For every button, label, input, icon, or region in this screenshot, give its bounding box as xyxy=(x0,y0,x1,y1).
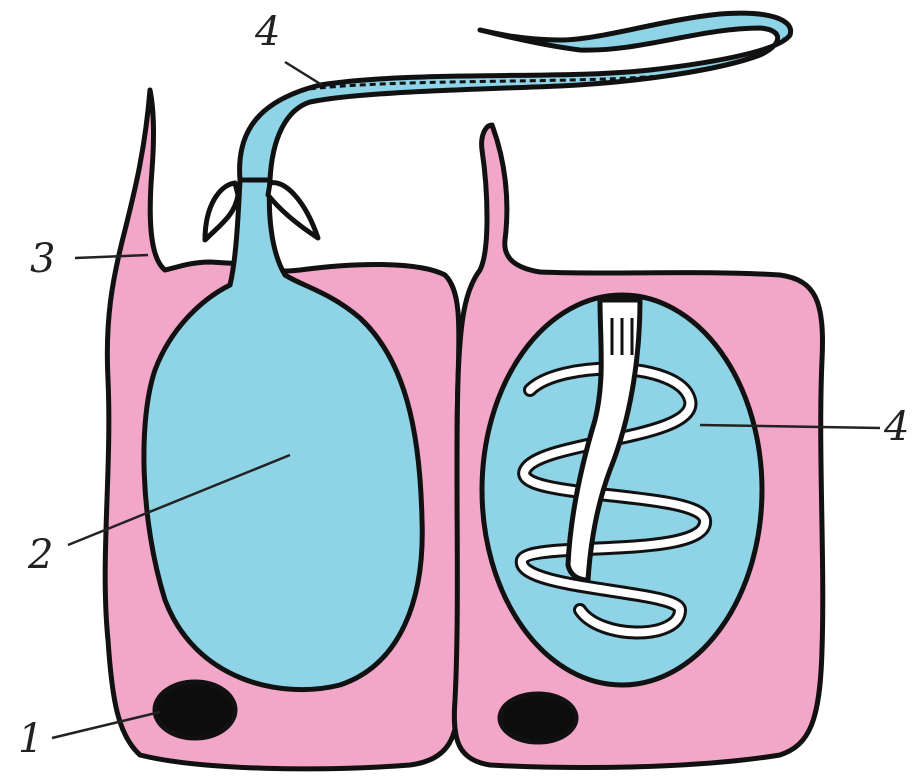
left-stylet xyxy=(205,183,238,240)
discharged-thread xyxy=(240,13,791,180)
label-capsule: 2 xyxy=(27,532,53,578)
right-cell xyxy=(454,125,822,768)
label-thread-coiled: 4 xyxy=(883,404,909,450)
right-stylet xyxy=(268,183,318,238)
left-capsule xyxy=(144,180,422,690)
right-nucleus xyxy=(500,694,576,742)
label-thread-discharged: 4 xyxy=(254,9,280,55)
label-nucleus: 1 xyxy=(18,716,43,762)
left-nucleus xyxy=(155,682,235,738)
leader-thread-discharged xyxy=(285,62,322,85)
label-cnidocil: 3 xyxy=(30,236,55,282)
